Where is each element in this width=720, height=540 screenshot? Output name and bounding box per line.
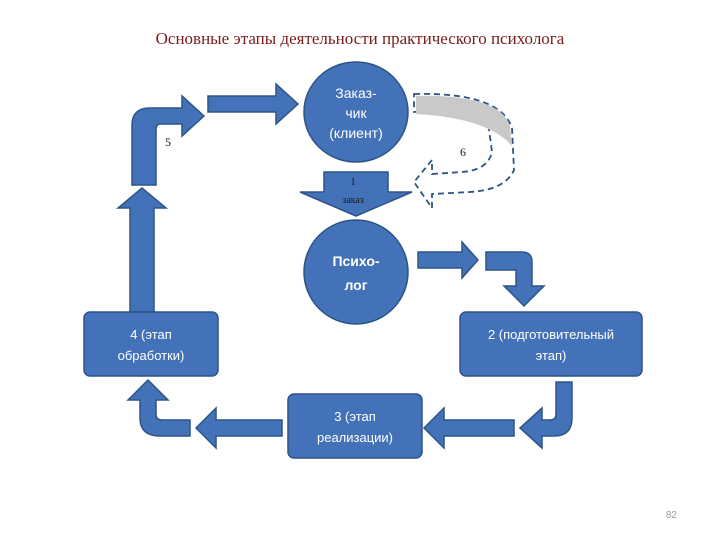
stage3-line1: 3 (этап [334,409,376,424]
client-line3: (клиент) [329,125,383,141]
page-number: 82 [666,510,678,521]
label-six: 6 [460,145,466,159]
client-line1: Заказ- [335,85,377,101]
arrow-curve-to-stage4 [126,378,191,437]
stage4-line1: 4 (этап [130,327,172,342]
arrow-to-client [207,82,300,126]
arrow-top-left-curve [131,94,206,186]
order-label: заказ [342,195,364,206]
stage3-line2: реализации) [317,430,393,445]
label-five: 5 [165,135,171,149]
arrow-stage2-to-stage3 [518,381,573,450]
stage3-node: 3 (этап реализации) [287,393,423,459]
client-line2: чик [345,105,367,121]
stage2-line2: этап) [536,348,567,363]
arrow-curve-to-stage2 [485,251,546,308]
psychologist-line1: Психо- [332,253,379,269]
stage2-node: 2 (подготовительный этап) [459,311,643,377]
stage2-line1: 2 (подготовительный [488,327,614,342]
stage4-line2: обработки) [118,348,185,363]
psychologist-line2: лог [344,277,367,293]
slide-title: Основные этапы деятельности практическог… [156,29,565,48]
arrow-into-stage3 [422,406,515,450]
order-number: 1 [350,176,356,188]
client-node: Заказ- чик (клиент) [303,61,409,163]
arrow-left-up [115,187,169,313]
arrow-psych-to-stage2 [417,240,480,280]
arrow-dashed-feedback [412,93,515,211]
order-arrow: 1 заказ [299,171,413,217]
arrow-stage3-left [194,406,283,450]
stage4-node: 4 (этап обработки) [83,311,219,377]
psychologist-node: Психо- лог [303,219,409,325]
